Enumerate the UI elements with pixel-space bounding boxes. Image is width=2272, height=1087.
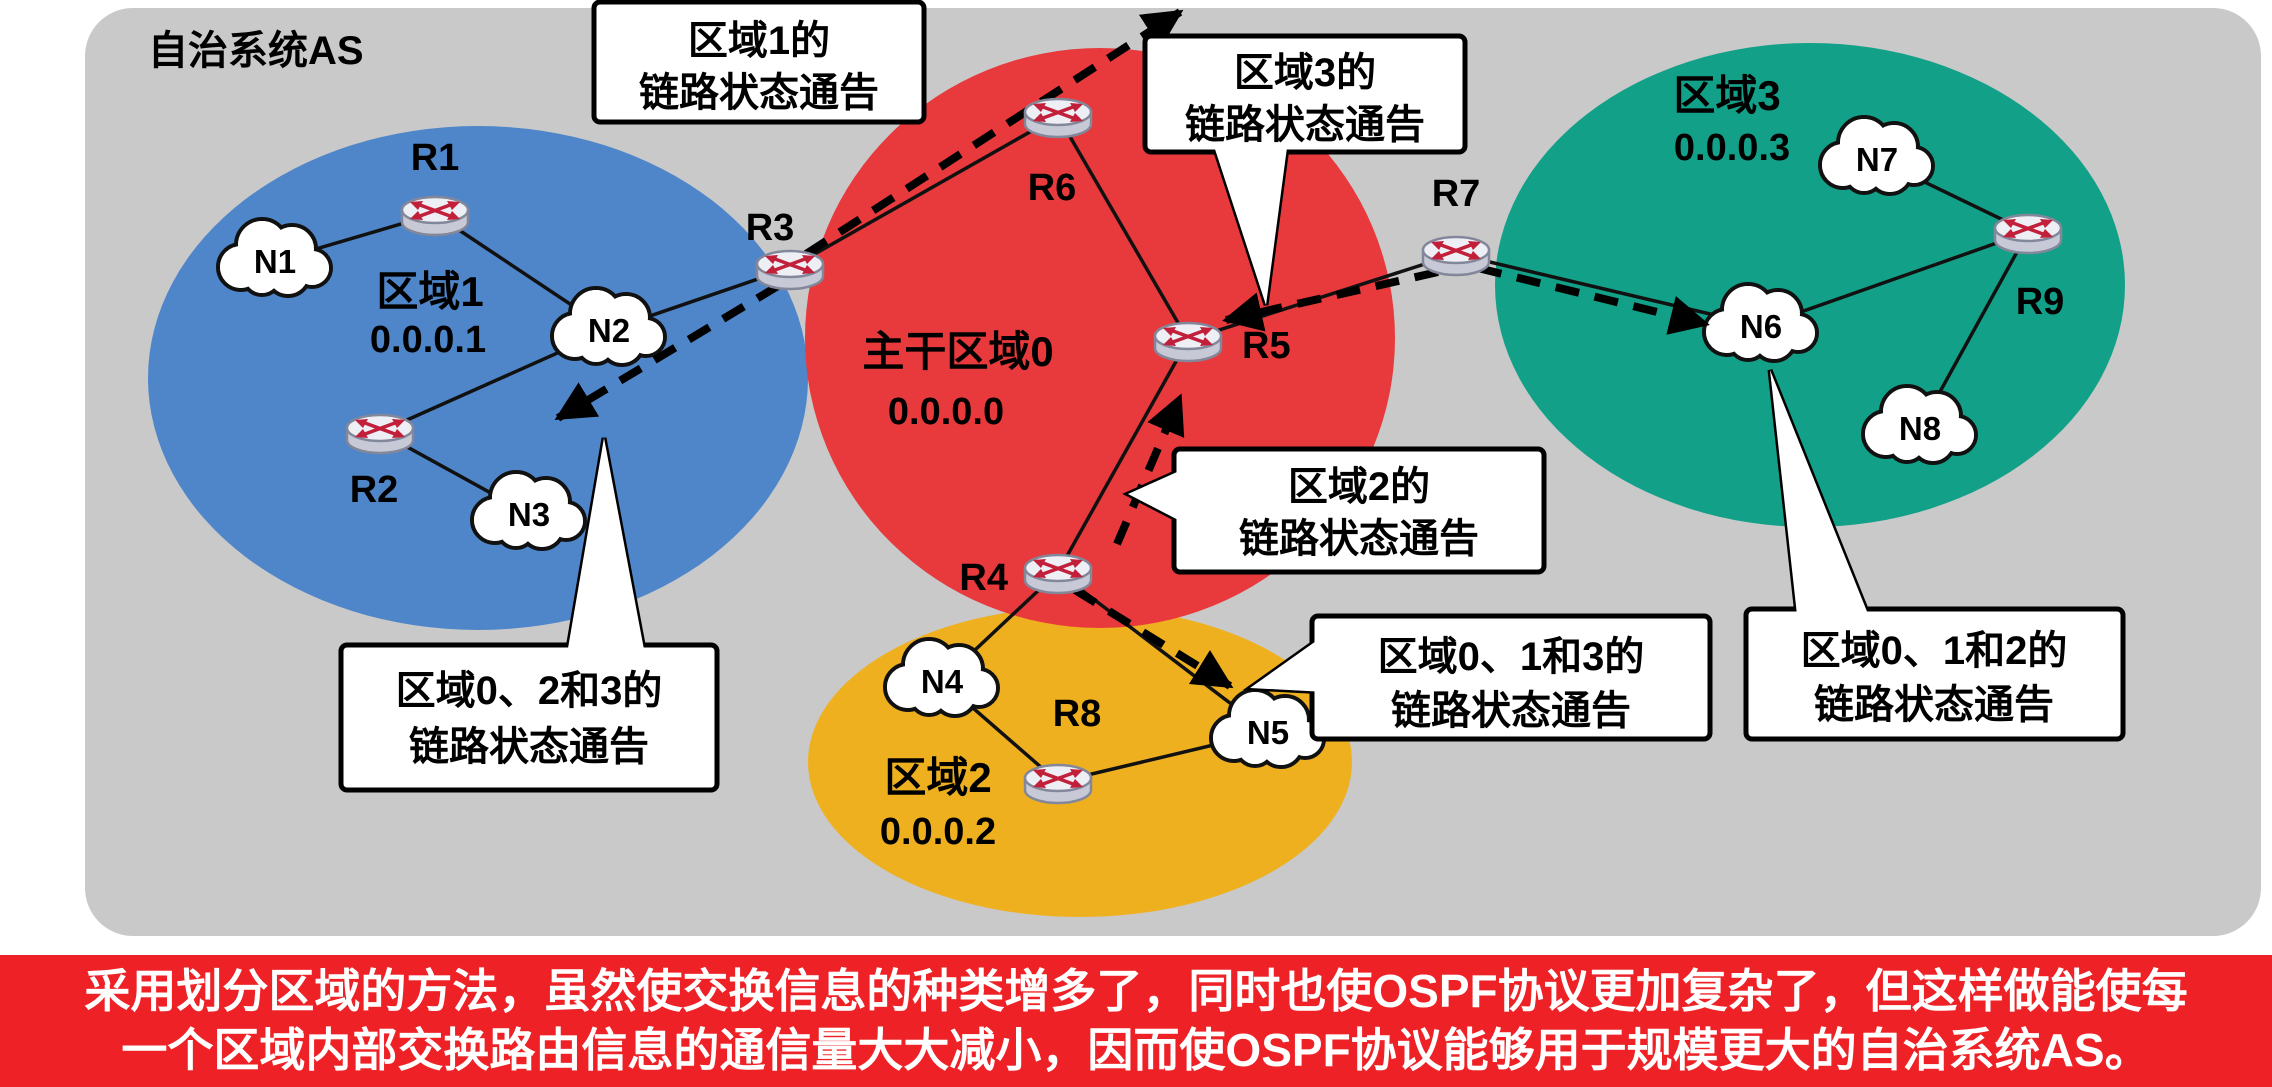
network-n7: N7 bbox=[1818, 115, 1935, 196]
lsa-arrow-area1-flood bbox=[803, 8, 1184, 258]
router-r9 bbox=[1993, 213, 2063, 255]
area3-addr: 0.0.0.3 bbox=[1674, 127, 1790, 169]
router-icon bbox=[1023, 97, 1093, 139]
link-r6-r5 bbox=[1056, 115, 1190, 341]
network-n4: N4 bbox=[883, 637, 1000, 718]
network-n1: N1 bbox=[216, 217, 333, 298]
router-label-r4: R4 bbox=[959, 557, 1008, 599]
network-label: N5 bbox=[1247, 714, 1289, 751]
network-label: N6 bbox=[1740, 308, 1782, 345]
lsa-arrow-into-area2 bbox=[1072, 586, 1234, 690]
lsa-arrow-area2-to-r5 bbox=[1113, 393, 1185, 546]
callout-line1: 区域0、1和3的 bbox=[1378, 635, 1645, 679]
router-icon bbox=[1993, 213, 2063, 255]
router-r7 bbox=[1421, 235, 1491, 277]
network-n5: N5 bbox=[1209, 688, 1326, 769]
network-n6: N6 bbox=[1702, 282, 1819, 363]
caption-line2: 一个区域内部交换路由信息的通信量大大减小，因而使OSPF协议能够用于规模更大的自… bbox=[121, 1024, 2151, 1076]
router-icon bbox=[400, 195, 470, 237]
caption-line1: 采用划分区域的方法，虽然使交换信息的种类增多了，同时也使OSPF协议更加复杂了，… bbox=[84, 965, 2188, 1018]
callout-areas-012-lsa: 区域0、1和2的 链路状态通告 bbox=[1743, 369, 2126, 742]
router-label-r5: R5 bbox=[1242, 325, 1291, 367]
router-label-r7: R7 bbox=[1432, 173, 1481, 215]
network-label: N2 bbox=[588, 312, 630, 349]
network-n8: N8 bbox=[1861, 384, 1978, 465]
caption-banner: 采用划分区域的方法，虽然使交换信息的种类增多了，同时也使OSPF协议更加复杂了，… bbox=[0, 955, 2272, 1087]
router-r1 bbox=[400, 195, 470, 237]
backbone-name: 主干区域0 bbox=[862, 328, 1053, 375]
router-r2 bbox=[345, 413, 415, 455]
backbone-addr: 0.0.0.0 bbox=[888, 391, 1004, 433]
router-icon bbox=[1023, 763, 1093, 805]
callout-line1: 区域1的 bbox=[688, 19, 830, 63]
lsa-arrows bbox=[554, 8, 1710, 690]
callout-line1: 区域0、2和3的 bbox=[396, 669, 663, 713]
network-label: N8 bbox=[1899, 410, 1941, 447]
callout-line2: 链路状态通告 bbox=[1814, 683, 2054, 727]
callout-line1: 区域2的 bbox=[1288, 465, 1430, 509]
area1-name: 区域1 bbox=[376, 268, 483, 315]
callout-line2: 链路状态通告 bbox=[639, 71, 879, 115]
network-n2: N2 bbox=[550, 286, 667, 367]
network-label: N7 bbox=[1856, 141, 1898, 178]
callout-line2: 链路状态通告 bbox=[1391, 689, 1631, 733]
callout-area1-lsa: 区域1的 链路状态通告 bbox=[591, 0, 927, 125]
router-icon bbox=[1153, 321, 1223, 363]
router-icon bbox=[755, 249, 825, 291]
link-r5-r4 bbox=[1056, 339, 1190, 573]
router-r8 bbox=[1023, 763, 1093, 805]
router-r6 bbox=[1023, 97, 1093, 139]
router-label-r1: R1 bbox=[411, 137, 460, 179]
callout-line1: 区域3的 bbox=[1234, 51, 1376, 95]
router-label-r9: R9 bbox=[2016, 281, 2065, 323]
router-label-r8: R8 bbox=[1053, 693, 1102, 735]
network-label: N4 bbox=[921, 663, 964, 700]
network-label: N3 bbox=[508, 496, 550, 533]
area2-addr: 0.0.0.2 bbox=[880, 811, 996, 853]
link-n6-r9 bbox=[1760, 230, 2029, 328]
router-r4 bbox=[1023, 553, 1093, 595]
area3-name: 区域3 bbox=[1673, 72, 1780, 119]
callout-line1: 区域0、1和2的 bbox=[1801, 629, 2068, 673]
router-r5 bbox=[1153, 321, 1223, 363]
link-r3-r6 bbox=[789, 114, 1059, 270]
lsa-arrow-area3-to-r5 bbox=[1222, 268, 1439, 332]
router-icon bbox=[1023, 553, 1093, 595]
router-label-r2: R2 bbox=[350, 469, 399, 511]
callout-area2-lsa: 区域2的 链路状态通告 bbox=[1122, 446, 1547, 575]
router-r3 bbox=[755, 249, 825, 291]
callout-line2: 链路状态通告 bbox=[409, 725, 649, 769]
callout-area3-lsa: 区域3的 链路状态通告 bbox=[1142, 33, 1468, 306]
area1-ellipse bbox=[148, 126, 808, 630]
as-label: 自治系统AS bbox=[148, 29, 364, 73]
router-label-r3: R3 bbox=[746, 207, 795, 249]
area2-name: 区域2 bbox=[884, 754, 991, 801]
network-label: N1 bbox=[254, 243, 296, 280]
callout-line2: 链路状态通告 bbox=[1185, 103, 1425, 147]
router-icon bbox=[1421, 235, 1491, 277]
callout-areas-013-lsa: 区域0、1和3的 链路状态通告 bbox=[1242, 613, 1713, 742]
ospf-diagram: 自治系统AS 区域1 0.0.0.1 主干区域0 0.0.0.0 区域2 0.0… bbox=[85, 0, 2261, 936]
callout-areas-023-lsa: 区域0、2和3的 链路状态通告 bbox=[338, 437, 720, 793]
lsa-arrow-into-area1 bbox=[554, 282, 781, 422]
router-icon bbox=[345, 413, 415, 455]
area3-ellipse bbox=[1495, 43, 2125, 527]
router-label-r6: R6 bbox=[1028, 167, 1077, 209]
area1-addr: 0.0.0.1 bbox=[370, 319, 486, 361]
callout-line2: 链路状态通告 bbox=[1239, 517, 1479, 561]
network-n3: N3 bbox=[470, 470, 587, 551]
